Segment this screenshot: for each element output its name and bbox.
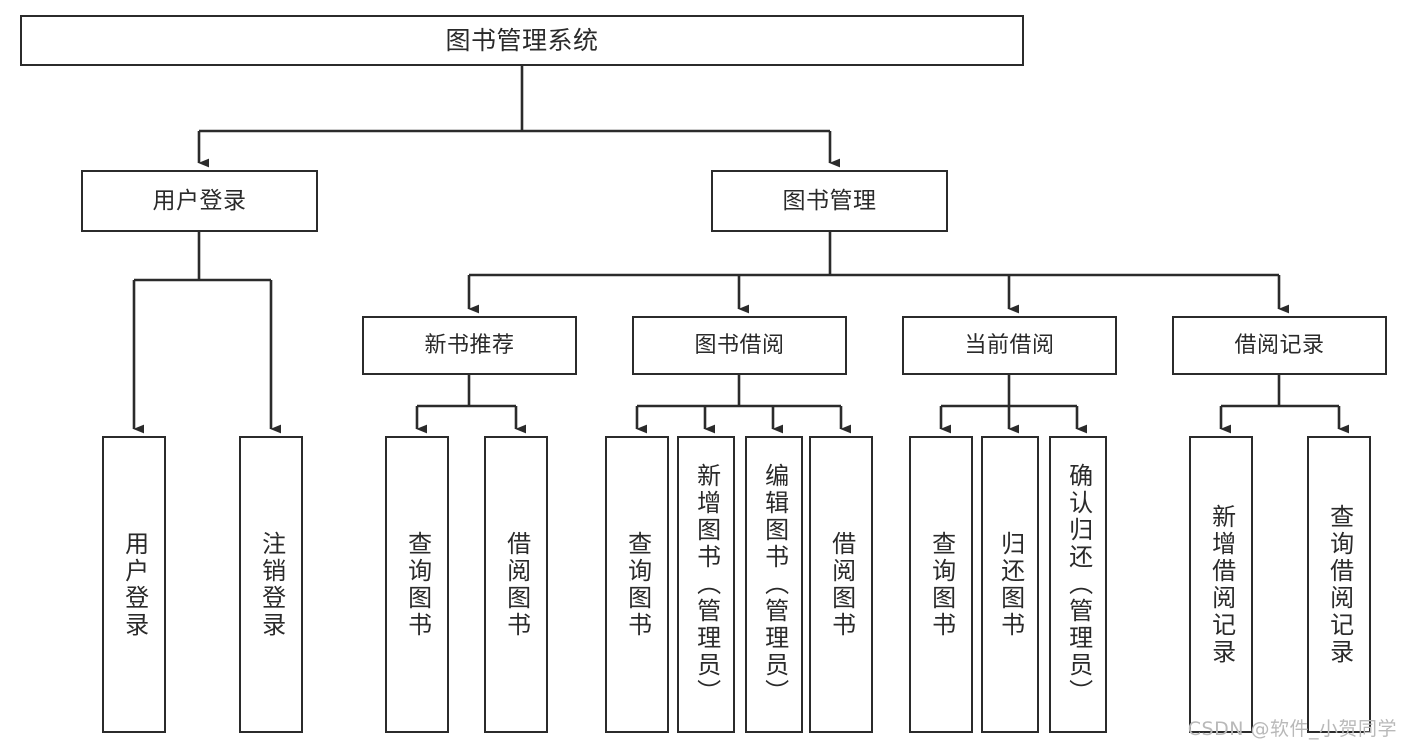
node-leaf-add-book[interactable]: 新增图书（管理员）: [677, 436, 735, 733]
node-leaf-add-book-label: 新增图书（管理员）: [692, 463, 721, 706]
node-leaf-query-book-2-label: 查询图书: [623, 530, 652, 639]
node-current-borrow[interactable]: 当前借阅: [902, 316, 1117, 375]
node-leaf-borrow-book-1-label: 借阅图书: [502, 530, 531, 639]
node-leaf-query-book-3[interactable]: 查询图书: [909, 436, 973, 733]
node-book-management[interactable]: 图书管理: [711, 170, 948, 232]
node-leaf-return-book[interactable]: 归还图书: [981, 436, 1039, 733]
node-borrow-record[interactable]: 借阅记录: [1172, 316, 1387, 375]
node-leaf-query-record[interactable]: 查询借阅记录: [1307, 436, 1371, 733]
node-new-book-recommend-label: 新书推荐: [424, 332, 515, 358]
node-leaf-borrow-book-2[interactable]: 借阅图书: [809, 436, 873, 733]
node-user-login[interactable]: 用户登录: [81, 170, 318, 232]
node-leaf-confirm-return-label: 确认归还（管理员）: [1064, 463, 1093, 706]
node-root-label: 图书管理系统: [445, 26, 599, 55]
node-leaf-user-login-label: 用户登录: [120, 530, 149, 639]
node-leaf-query-book-2[interactable]: 查询图书: [605, 436, 669, 733]
node-leaf-confirm-return[interactable]: 确认归还（管理员）: [1049, 436, 1107, 733]
node-leaf-query-book-1-label: 查询图书: [403, 530, 432, 639]
node-leaf-query-record-label: 查询借阅记录: [1325, 503, 1354, 666]
node-current-borrow-label: 当前借阅: [964, 332, 1055, 358]
node-book-borrow[interactable]: 图书借阅: [632, 316, 847, 375]
node-leaf-add-record[interactable]: 新增借阅记录: [1189, 436, 1253, 733]
node-leaf-user-logout-label: 注销登录: [257, 530, 286, 639]
node-book-management-label: 图书管理: [782, 187, 877, 214]
node-leaf-edit-book[interactable]: 编辑图书（管理员）: [745, 436, 803, 733]
node-leaf-edit-book-label: 编辑图书（管理员）: [760, 463, 789, 706]
node-leaf-query-book-1[interactable]: 查询图书: [385, 436, 449, 733]
node-leaf-user-logout[interactable]: 注销登录: [239, 436, 303, 733]
node-leaf-query-book-3-label: 查询图书: [927, 530, 956, 639]
node-new-book-recommend[interactable]: 新书推荐: [362, 316, 577, 375]
node-borrow-record-label: 借阅记录: [1234, 332, 1325, 358]
node-leaf-return-book-label: 归还图书: [996, 530, 1025, 639]
node-leaf-borrow-book-2-label: 借阅图书: [827, 530, 856, 639]
node-root[interactable]: 图书管理系统: [20, 15, 1024, 66]
watermark: CSDN @软件_小贺同学: [1187, 718, 1397, 740]
node-user-login-label: 用户登录: [152, 187, 247, 214]
node-leaf-user-login[interactable]: 用户登录: [102, 436, 166, 733]
node-leaf-add-record-label: 新增借阅记录: [1207, 503, 1236, 666]
node-leaf-borrow-book-1[interactable]: 借阅图书: [484, 436, 548, 733]
node-book-borrow-label: 图书借阅: [694, 332, 785, 358]
